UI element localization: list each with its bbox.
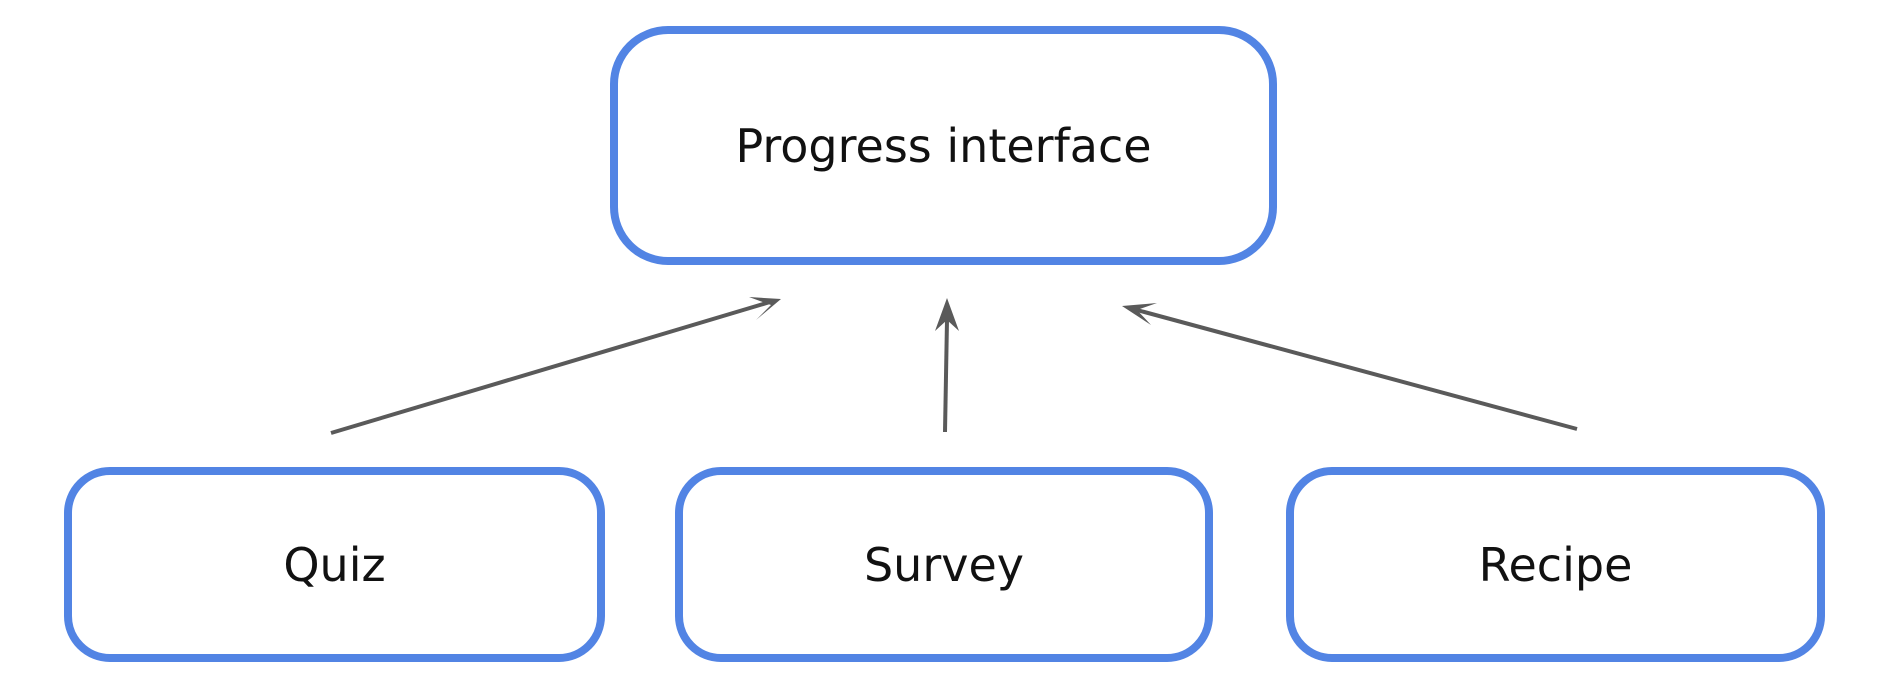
- arrow-quiz-head: [749, 297, 781, 320]
- arrow-survey-head: [935, 298, 959, 331]
- quiz-node: Quiz: [64, 467, 605, 662]
- survey-node: Survey: [675, 467, 1213, 662]
- recipe-label: Recipe: [1478, 537, 1633, 592]
- progress-interface-node: Progress interface: [610, 26, 1277, 265]
- arrow-recipe-head: [1122, 303, 1157, 325]
- arrow-quiz-line: [330, 300, 771, 435]
- recipe-node: Recipe: [1286, 467, 1825, 662]
- arrow-survey-line: [943, 319, 949, 433]
- arrow-quiz-to-progress-interface: [330, 297, 781, 435]
- progress-interface-label: Progress interface: [735, 118, 1152, 173]
- quiz-label: Quiz: [283, 537, 386, 592]
- arrow-recipe-to-progress-interface: [1122, 303, 1578, 431]
- arrow-survey-to-progress-interface: [935, 298, 959, 433]
- arrow-recipe-line: [1136, 308, 1578, 431]
- survey-label: Survey: [863, 537, 1024, 592]
